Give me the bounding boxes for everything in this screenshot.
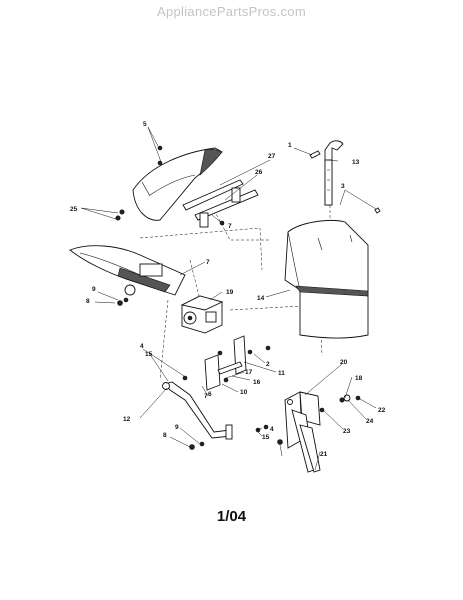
callout-24: 24 xyxy=(366,418,374,425)
callout-9-upper: 9 xyxy=(92,286,96,293)
depth-pin xyxy=(309,150,321,159)
callout-5: 5 xyxy=(143,121,147,128)
callout-15-upper: 15 xyxy=(145,351,153,358)
rear-deflector xyxy=(284,220,369,339)
callout-labels: 5 1 27 13 26 3 25 7 7 19 9 14 8 4 15 2 2… xyxy=(70,121,386,458)
callout-22: 22 xyxy=(378,407,386,414)
callout-4-lower: 4 xyxy=(270,426,274,433)
callout-14: 14 xyxy=(257,295,265,302)
callout-10: 10 xyxy=(240,389,248,396)
callout-9-lower: 9 xyxy=(175,424,179,431)
callout-20: 20 xyxy=(340,359,348,366)
site-watermark: AppliancePartsPros.com xyxy=(157,4,306,19)
hardware xyxy=(117,207,381,450)
callout-6: 6 xyxy=(208,391,212,398)
callout-7-upper: 7 xyxy=(228,223,232,230)
tine-shield xyxy=(69,245,186,296)
transmission xyxy=(180,295,224,334)
callout-25: 25 xyxy=(70,206,78,213)
lift-bracket xyxy=(284,391,321,473)
callout-2: 2 xyxy=(266,361,270,368)
callout-19: 19 xyxy=(226,289,234,296)
page-label: 1/04 xyxy=(216,508,247,525)
callout-7-lower: 7 xyxy=(204,393,208,400)
callout-17: 17 xyxy=(245,369,253,376)
callout-8-lower: 8 xyxy=(163,432,167,439)
callout-4-upper: 4 xyxy=(140,343,144,350)
callout-12: 12 xyxy=(123,416,131,423)
callout-13: 13 xyxy=(352,159,360,166)
center-brackets xyxy=(204,335,253,391)
callout-23: 23 xyxy=(343,428,351,435)
callout-11: 11 xyxy=(278,370,285,377)
callout-1: 1 xyxy=(288,142,292,149)
upper-guard xyxy=(132,147,223,221)
callout-15-lower: 15 xyxy=(262,434,270,441)
callout-16: 16 xyxy=(253,379,261,386)
callout-26: 26 xyxy=(255,169,263,176)
callout-21: 21 xyxy=(320,451,328,458)
guard-brackets xyxy=(182,179,259,228)
callout-27: 27 xyxy=(268,153,276,160)
callout-8-upper: 8 xyxy=(86,298,90,305)
callout-18: 18 xyxy=(355,375,363,382)
callout-3: 3 xyxy=(341,183,345,190)
callout-7-middle: 7 xyxy=(206,259,210,266)
leader-lines xyxy=(80,126,377,471)
depth-bar xyxy=(324,140,344,206)
handle-rod xyxy=(162,381,233,440)
guard-bolts xyxy=(115,145,225,226)
